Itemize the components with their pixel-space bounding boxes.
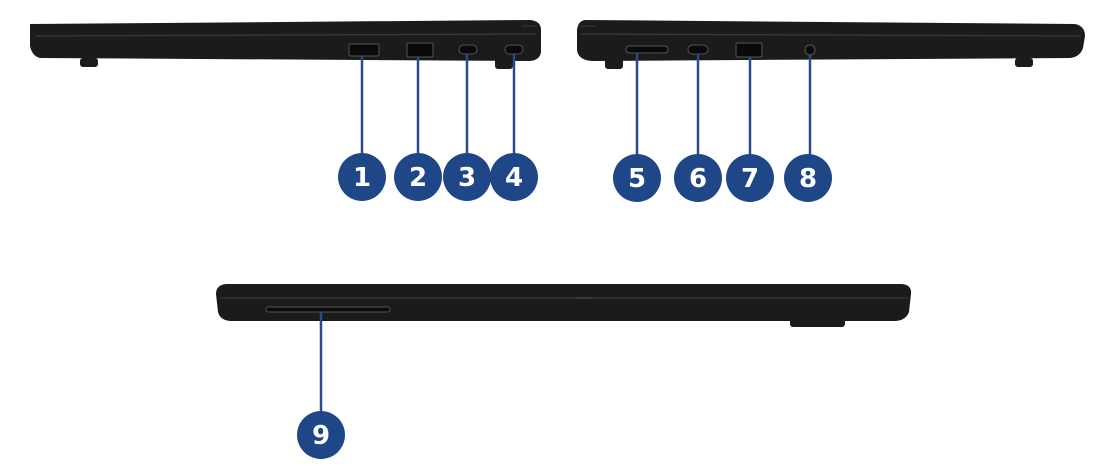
left-side-view: 1 2 3 4 [30, 20, 541, 201]
callout-badge-6: 6 [674, 154, 722, 202]
front-view: 9 [216, 284, 912, 459]
usb-a-port-icon [735, 42, 763, 58]
callout-label-2: 2 [409, 163, 427, 193]
card-slot-icon [625, 45, 669, 54]
usb-a-port-icon [406, 42, 434, 58]
right-side-view: 5 6 7 8 [577, 20, 1085, 202]
callout-label-5: 5 [628, 164, 646, 194]
callout-badge-2: 2 [394, 153, 442, 201]
usb-c-port-icon [504, 44, 524, 55]
usb-c-port-icon [458, 44, 478, 55]
left-foot-rear [495, 58, 513, 69]
callout-badge-4: 4 [490, 153, 538, 201]
callout-badge-8: 8 [784, 154, 832, 202]
callout-label-6: 6 [689, 164, 707, 194]
left-lid-seam [35, 33, 537, 37]
callout-label-8: 8 [799, 164, 817, 194]
callout-badge-1: 1 [338, 153, 386, 201]
callout-label-3: 3 [458, 163, 476, 193]
audio-jack-icon [804, 44, 816, 56]
left-laptop-chassis [30, 20, 541, 61]
hdmi-port-icon [348, 43, 380, 57]
callout-label-7: 7 [741, 164, 759, 194]
callout-badge-9: 9 [297, 411, 345, 459]
left-foot-front [80, 58, 98, 67]
callout-badge-3: 3 [443, 153, 491, 201]
callout-badge-7: 7 [726, 154, 774, 202]
front-laptop-chassis [216, 284, 912, 321]
right-foot-front [1015, 58, 1033, 67]
right-lid-seam [580, 33, 1082, 37]
usb-c-port-icon [687, 44, 709, 55]
callout-label-4: 4 [505, 163, 523, 193]
front-foot-right [790, 318, 845, 327]
card-slot-icon [265, 306, 391, 313]
right-foot-rear [605, 58, 623, 69]
callout-label-1: 1 [353, 163, 371, 193]
callout-badge-5: 5 [613, 154, 661, 202]
right-laptop-chassis [577, 20, 1085, 61]
callout-label-9: 9 [312, 421, 330, 451]
